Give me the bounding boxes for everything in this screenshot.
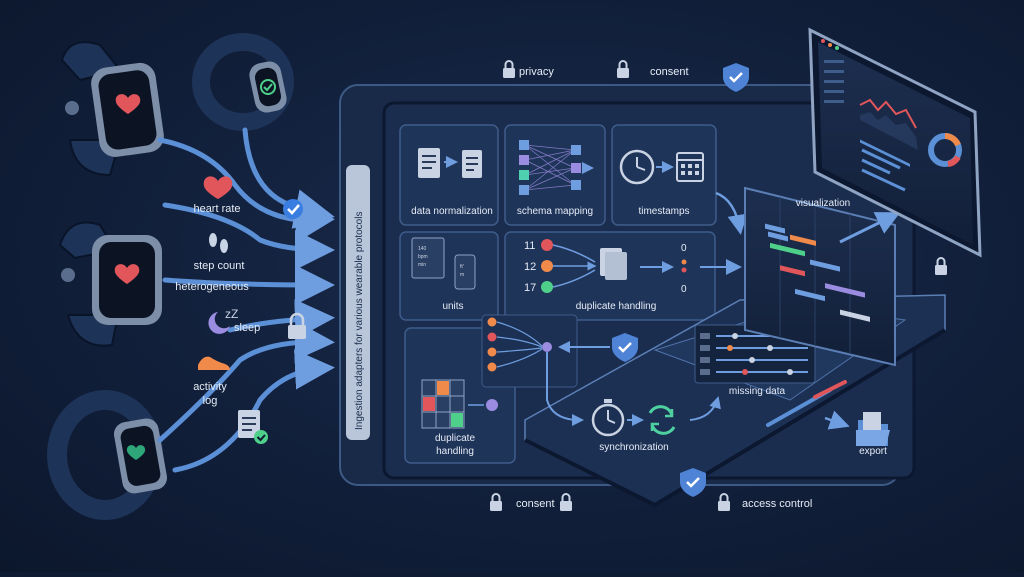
sleep-zz-glyph: zZ [225,307,238,321]
progress-stripe [813,380,847,399]
heart-icon [114,264,140,284]
clock-icon [619,149,655,185]
sleep-label: sleep [234,322,261,334]
smartwatch-1 [60,41,164,177]
footsteps-icon [209,233,228,253]
fitness-band-2 [47,390,168,520]
platform-edge [524,328,947,508]
duplicate-output-value: 0 [681,243,687,254]
merge-dots-icon [481,314,578,388]
units-value-text: ft' [460,264,464,270]
synchronization-label: synchronization [599,442,669,453]
lock-icon [503,60,515,78]
missing-data-label: missing data [728,386,786,397]
grid-table-icon [421,379,498,429]
stopwatch-icon [591,399,625,437]
duplicate-handling-2-label-line1: duplicate [434,433,476,444]
ingestion-bar [346,165,370,440]
lock-icon [490,493,502,511]
units-label: units [442,301,464,312]
checkmark-shield-icon [283,199,303,219]
duplicate-handling-2-label-line2: handling [436,446,474,457]
document-check-icon [238,410,268,444]
sleep-moon-icon [208,312,230,334]
shield-check-icon [723,63,749,92]
timestamps-label: timestamps [638,206,690,217]
phone-icon: ft' m [454,254,476,290]
arrow [839,212,901,244]
heart-icon [115,94,141,114]
lock-icon [935,257,947,275]
document-icon [418,148,440,178]
lock-icon [560,493,572,511]
calendar-icon [676,152,704,182]
schema-mapping-network-icon [519,140,594,195]
visualization-label: visualization [795,198,851,209]
duplicate-input-value: 17 [524,282,536,294]
units-document-icon: 140 bpm min [411,237,445,279]
units-value-text: m [460,272,464,278]
shield-check-icon [612,333,638,362]
privacy-label: privacy [519,66,554,78]
heart-icon [126,445,146,460]
duplicate-handling-label: duplicate handling [575,301,657,312]
arrow [715,191,748,235]
duplicate-input-list: 11 12 17 0 0 [524,239,742,295]
export-folder-icon [856,412,890,446]
fitness-band-1 [192,33,294,131]
activity-log-label-line2: log [202,395,218,407]
heterogeneous-label: heterogeneous [175,281,249,293]
step-count-label: step count [193,260,245,272]
dashboard-monitor [808,27,982,258]
units-value-text: bpm [418,254,428,260]
document-icon [462,150,482,178]
lock-icon [288,312,306,339]
duplicate-output-value: 0 [681,284,687,295]
schema-mapping-label: schema mapping [516,206,594,217]
sync-refresh-icon [648,405,676,435]
lock-icon [617,60,629,78]
lock-icon [718,493,730,511]
activity-log-label-line1: activity [193,381,227,393]
access-control-label: access control [742,498,813,510]
consent-label-bottom: consent [516,498,555,510]
arrow [546,352,584,426]
ingestion-adapters-label: Ingestion adapters for various wearable … [354,212,365,430]
arrow [689,396,721,421]
heart-rate-icon [203,176,233,199]
units-value-text: min [418,262,426,268]
consent-label-top: consent [650,66,689,78]
heart-rate-label: heart rate [193,203,241,215]
data-normalization-label: data normalization [411,206,493,217]
check-icon [263,83,273,92]
smartwatch-2 [58,221,162,347]
duplicate-input-value: 11 [524,240,535,252]
export-label: export [859,446,887,457]
shield-check-icon [680,468,706,497]
units-value-text: 140 [418,246,427,252]
running-shoe-icon [198,356,230,370]
duplicate-input-value: 12 [524,261,536,273]
arrow [824,410,850,430]
